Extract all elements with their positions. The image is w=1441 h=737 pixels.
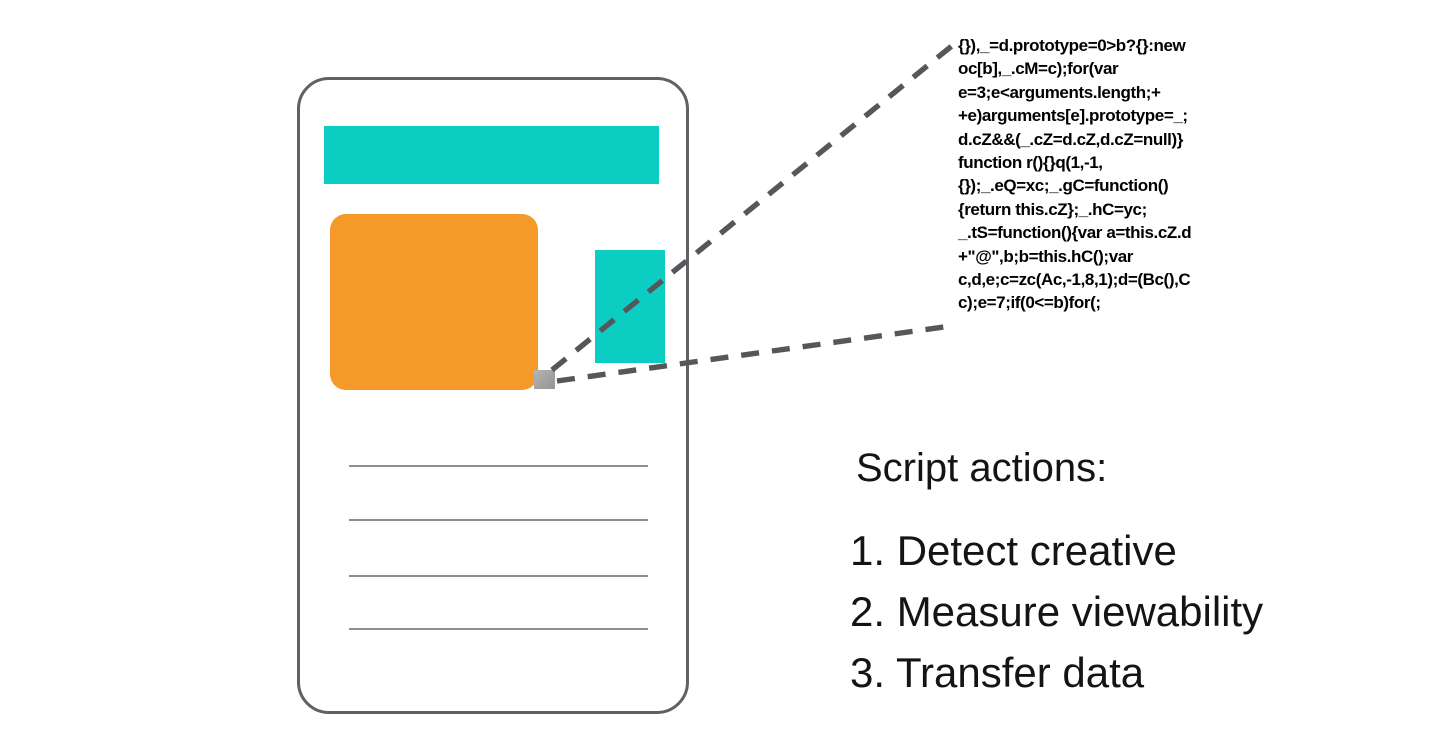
text-line-placeholder <box>349 575 648 577</box>
code-line: {return this.cZ};_.hC=yc; <box>958 199 1147 219</box>
code-line: +"@",b;b=this.hC();var <box>958 246 1134 266</box>
script-action-item: 2. Measure viewability <box>850 588 1264 635</box>
code-line: {});_.eQ=xc;_.gC=function() <box>958 176 1169 196</box>
page-header-banner <box>324 126 659 184</box>
code-line: oc[b],_.cM=c);for(var <box>958 59 1119 79</box>
phone-mockup <box>297 77 689 714</box>
script-actions-heading: Script actions: <box>856 446 1108 490</box>
code-line: c,d,e;c=zc(Ac,-1,8,1);d=(Bc(),C <box>958 270 1191 290</box>
script-actions-list: 1. Detect creative 2. Measure viewability… <box>850 520 1263 703</box>
code-line: +e)arguments[e].prototype=_; <box>958 106 1188 126</box>
script-action-item: 3. Transfer data <box>850 649 1145 696</box>
script-action-item: 1. Detect creative <box>850 527 1177 574</box>
text-line-placeholder <box>349 519 648 521</box>
ad-creative-block <box>330 214 538 390</box>
text-line-placeholder <box>349 465 648 467</box>
script-code-block: {}),_=d.prototype=0>b?{}:new oc[b],_.cM=c… <box>958 34 1258 315</box>
code-line: function r(){}q(1,-1, <box>958 153 1103 173</box>
text-line-placeholder <box>349 628 648 630</box>
side-content-block <box>595 250 665 363</box>
code-line: c);e=7;if(0<=b)for(; <box>958 293 1101 313</box>
code-line: d.cZ&&(_.cZ=d.cZ,d.cZ=null)} <box>958 129 1183 149</box>
code-line: _.tS=function(){var a=this.cZ.d <box>958 223 1192 243</box>
code-line: e=3;e<arguments.length;+ <box>958 82 1161 102</box>
script-tag-marker <box>534 370 555 389</box>
code-line: {}),_=d.prototype=0>b?{}:new <box>958 36 1186 55</box>
